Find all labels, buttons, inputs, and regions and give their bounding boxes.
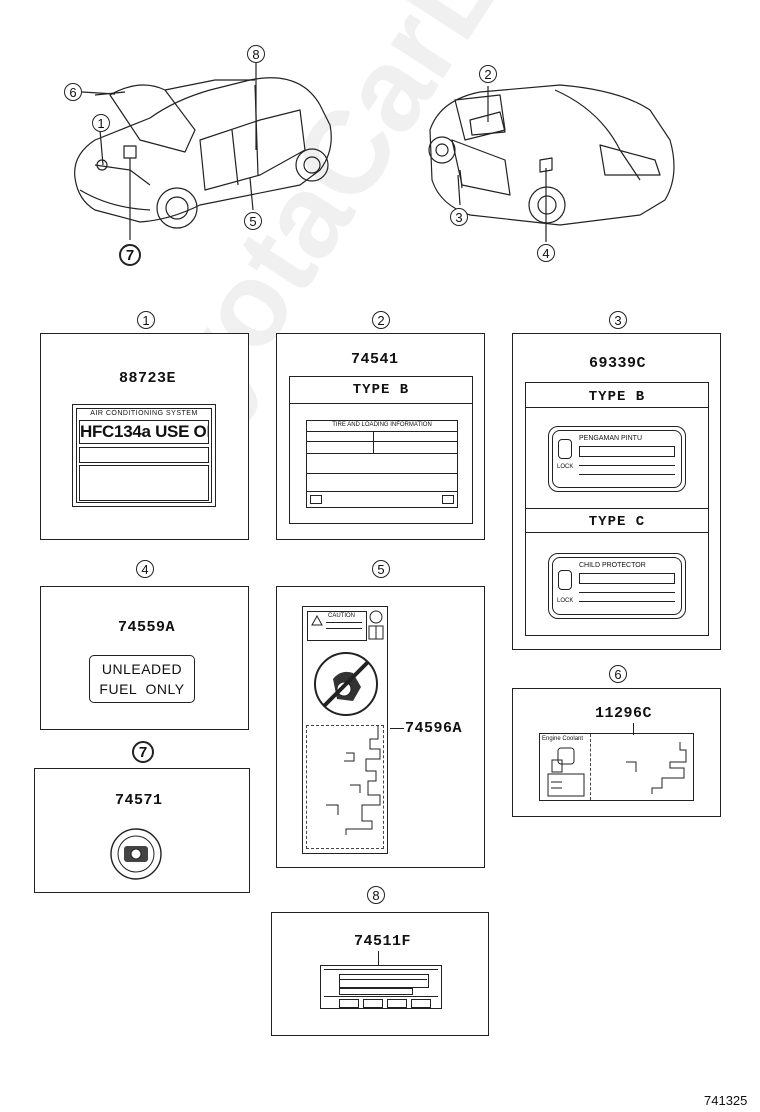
panel-7-number: 7 bbox=[132, 741, 154, 763]
callout-4: 4 bbox=[537, 244, 555, 262]
panel-2-number: 2 bbox=[372, 311, 390, 329]
panel-1: 88723E AIR CONDITIONING SYSTEM HFC134a U… bbox=[40, 333, 249, 540]
child-lock-label-set: TYPE B PENGAMAN PINTU LOCK TYPE C CHILD … bbox=[525, 382, 709, 636]
lock-text-b: LOCK bbox=[557, 464, 574, 470]
child-protector-label: CHILD PROTECTOR LOCK bbox=[548, 553, 686, 619]
panel-7: 74571 bbox=[34, 768, 250, 893]
tire-info-label: TYPE B TIRE AND LOADING INFORMATION bbox=[289, 376, 473, 524]
engine-coolant-label: Engine Coolant bbox=[539, 733, 694, 801]
panel-4: 74559A UNLEADED FUEL ONLY bbox=[40, 586, 249, 730]
panel-2: 74541 TYPE B TIRE AND LOADING INFORMATIO… bbox=[276, 333, 485, 540]
unleaded-text: UNLEADED bbox=[101, 661, 183, 677]
panel-6: 11296C Engine Coolant bbox=[512, 688, 721, 817]
panel-5-number: 5 bbox=[372, 560, 390, 578]
callout-8: 8 bbox=[247, 45, 265, 63]
panel-6-number: 6 bbox=[609, 665, 627, 683]
part-number-74559A: 74559A bbox=[118, 619, 176, 636]
part-number-11296C: 11296C bbox=[595, 705, 653, 722]
hfc134a-text: HFC134a USE ONLY bbox=[79, 420, 209, 444]
ac-refrigerant-label: AIR CONDITIONING SYSTEM HFC134a USE ONLY bbox=[72, 404, 216, 507]
child-protector-text: CHILD PROTECTOR bbox=[579, 562, 646, 569]
type-b-header-p3: TYPE B bbox=[588, 389, 646, 405]
callout-7: 7 bbox=[119, 244, 141, 266]
part-number-74596A: 74596A bbox=[405, 720, 463, 737]
part-number-74511F: 74511F bbox=[354, 933, 412, 950]
part-number-74571: 74571 bbox=[115, 792, 163, 809]
type-b-header: TYPE B bbox=[352, 382, 410, 398]
unleaded-fuel-label: UNLEADED FUEL ONLY bbox=[89, 655, 195, 703]
callout-5: 5 bbox=[244, 212, 262, 230]
manual-icon bbox=[368, 610, 384, 640]
warning-triangle-icon bbox=[311, 615, 323, 626]
panel-8-number: 8 bbox=[367, 886, 385, 904]
callout-1: 1 bbox=[92, 114, 110, 132]
coolant-reservoir-icon bbox=[547, 747, 585, 797]
pengaman-pintu-label: PENGAMAN PINTU LOCK bbox=[548, 426, 686, 492]
panel-3: 69339C TYPE B PENGAMAN PINTU LOCK TYPE C… bbox=[512, 333, 721, 650]
lock-text-c: LOCK bbox=[557, 598, 574, 604]
panel-8: 74511F bbox=[271, 912, 489, 1036]
diagram-code: 741325 bbox=[704, 1093, 748, 1108]
label-header-text: AIR CONDITIONING SYSTEM bbox=[90, 410, 198, 417]
callout-2: 2 bbox=[479, 65, 497, 83]
panel-4-number: 4 bbox=[136, 560, 154, 578]
part-number-88723E: 88723E bbox=[119, 370, 177, 387]
front-car-drawing bbox=[74, 77, 332, 229]
tire-table-title: TIRE AND LOADING INFORMATION bbox=[332, 422, 432, 428]
panel-5: CAUTION 74596A bbox=[276, 586, 485, 868]
vehicle-info-label bbox=[320, 965, 442, 1009]
panel-3-number: 3 bbox=[609, 311, 627, 329]
part-number-74541: 74541 bbox=[351, 351, 399, 368]
rear-car-drawing bbox=[428, 84, 675, 226]
airbag-warning-label: CAUTION bbox=[302, 606, 388, 854]
type-c-header-p3: TYPE C bbox=[588, 514, 646, 530]
engine-coolant-text: Engine Coolant bbox=[542, 736, 584, 742]
part-number-69339C: 69339C bbox=[589, 355, 647, 372]
callout-6: 6 bbox=[64, 83, 82, 101]
fuel-only-text: FUEL ONLY bbox=[99, 681, 185, 697]
pengaman-pintu-text: PENGAMAN PINTU bbox=[579, 435, 643, 442]
panel-1-number: 1 bbox=[137, 311, 155, 329]
car-illustrations bbox=[74, 62, 675, 242]
round-hood-label-icon bbox=[110, 828, 162, 880]
caution-text: CAUTION bbox=[328, 613, 355, 619]
callout-3: 3 bbox=[450, 208, 468, 226]
no-rear-facing-seat-icon bbox=[314, 652, 378, 716]
